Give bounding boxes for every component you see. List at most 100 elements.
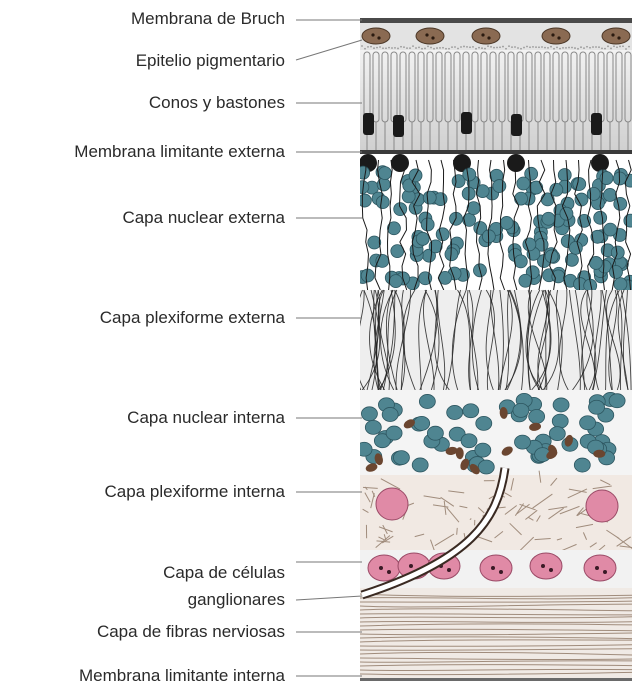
outer-nucleus [614, 197, 627, 210]
pigment-dot [436, 47, 438, 49]
outer-nucleus [389, 275, 402, 288]
pigment-granule [425, 33, 428, 36]
leader-lines [296, 20, 362, 676]
pigment-dot [511, 46, 513, 48]
pigment-dot [574, 47, 576, 49]
pigment-dot [430, 47, 432, 49]
pigment-dot [409, 47, 411, 49]
outer-nucleus [394, 203, 407, 216]
pigment-dot [532, 46, 534, 48]
ganglion-granule [603, 570, 607, 574]
pigment-cell [602, 28, 630, 44]
pigment-dot [493, 47, 495, 49]
pigment-dot [505, 48, 507, 50]
label-capa-plexiforme-interna: Capa plexiforme interna [105, 482, 285, 502]
label-capa-de-celulas: Capa de células [163, 563, 285, 583]
pigment-dot [514, 46, 516, 48]
pigment-dot [451, 46, 453, 48]
pigment-dot [523, 47, 525, 49]
pigment-dot [616, 46, 618, 48]
pigment-dot [364, 48, 366, 50]
pigment-granule [557, 36, 560, 39]
pigment-dot [472, 46, 474, 48]
outer-nucleus [550, 183, 563, 196]
leader-line [296, 40, 362, 60]
cone-nucleus [591, 113, 602, 135]
pigment-dot [526, 46, 528, 48]
pigment-dot [625, 48, 627, 50]
pigment-granule [611, 33, 614, 36]
pigment-dot [376, 47, 378, 49]
outer-nucleus [358, 194, 371, 207]
outer-nucleus [552, 270, 565, 283]
inner-nucleus [414, 416, 430, 430]
ganglion-cell [480, 555, 512, 581]
pigment-dot [478, 47, 480, 49]
pigment-dot [397, 48, 399, 50]
pigment-dot [442, 47, 444, 49]
outer-nucleus [376, 196, 389, 209]
pigment-dot [553, 48, 555, 50]
pigment-dot [577, 48, 579, 50]
inner-nucleus [514, 435, 530, 449]
pigment-dot [535, 46, 537, 48]
pigment-dot [502, 46, 504, 48]
outer-nucleus [542, 212, 555, 225]
cone-nucleus [363, 113, 374, 135]
ganglion-granule [379, 566, 383, 570]
cone-cell-body [391, 154, 409, 172]
inner-nucleus [553, 398, 569, 412]
label-capa-nuclear-externa: Capa nuclear externa [122, 208, 285, 228]
label-capa-plexiforme-externa: Capa plexiforme externa [100, 308, 285, 328]
pigment-granule [377, 36, 380, 39]
outer-nucleus [558, 168, 571, 181]
pigment-dot [601, 47, 603, 49]
outer-nucleus [604, 223, 617, 236]
pigment-dot [484, 48, 486, 50]
pigment-dot [424, 48, 426, 50]
amacrine-cell [376, 488, 408, 520]
pigment-dot [592, 46, 594, 48]
pigment-dot [565, 47, 567, 49]
label-capa-nuclear-interna: Capa nuclear interna [127, 408, 285, 428]
cone-nucleus [393, 115, 404, 137]
ganglion-cell [368, 555, 400, 581]
inner-nucleus [549, 427, 565, 441]
ganglion-granule [491, 566, 495, 570]
inner-nucleus [513, 403, 529, 417]
inner-nucleus [427, 426, 443, 440]
inner-nucleus [475, 443, 491, 457]
inner-nucleus [419, 394, 435, 408]
pigment-dot [589, 47, 591, 49]
pigment-dot [403, 46, 405, 48]
pigment-dot [556, 46, 558, 48]
outer-nucleus [587, 187, 600, 200]
pigment-dot [361, 45, 363, 47]
pigment-dot [619, 46, 621, 48]
pigment-dot [547, 47, 549, 49]
pigment-dot [391, 47, 393, 49]
pigment-dot [475, 48, 477, 50]
pigment-dot [466, 46, 468, 48]
ganglion-granule [409, 564, 413, 568]
cone-nucleus [511, 114, 522, 136]
outer-nucleus [575, 193, 588, 206]
inner-nucleus [412, 458, 428, 472]
pigment-dot [610, 48, 612, 50]
pigment-dot [385, 47, 387, 49]
pigment-cell [362, 28, 390, 44]
outer-nucleus [603, 188, 616, 201]
inner-nucleus [382, 407, 398, 421]
pigment-dot [433, 48, 435, 50]
pigment-dot [439, 47, 441, 49]
pigment-dot [583, 47, 585, 49]
ganglion-cell [584, 555, 616, 581]
outer-nucleus [560, 207, 573, 220]
outer-nucleus [614, 278, 627, 291]
inner-nucleus [361, 407, 377, 421]
outer-nucleus [611, 246, 624, 259]
inner-nucleus [478, 460, 494, 474]
label-membrana-de-bruch: Membrana de Bruch [131, 9, 285, 29]
